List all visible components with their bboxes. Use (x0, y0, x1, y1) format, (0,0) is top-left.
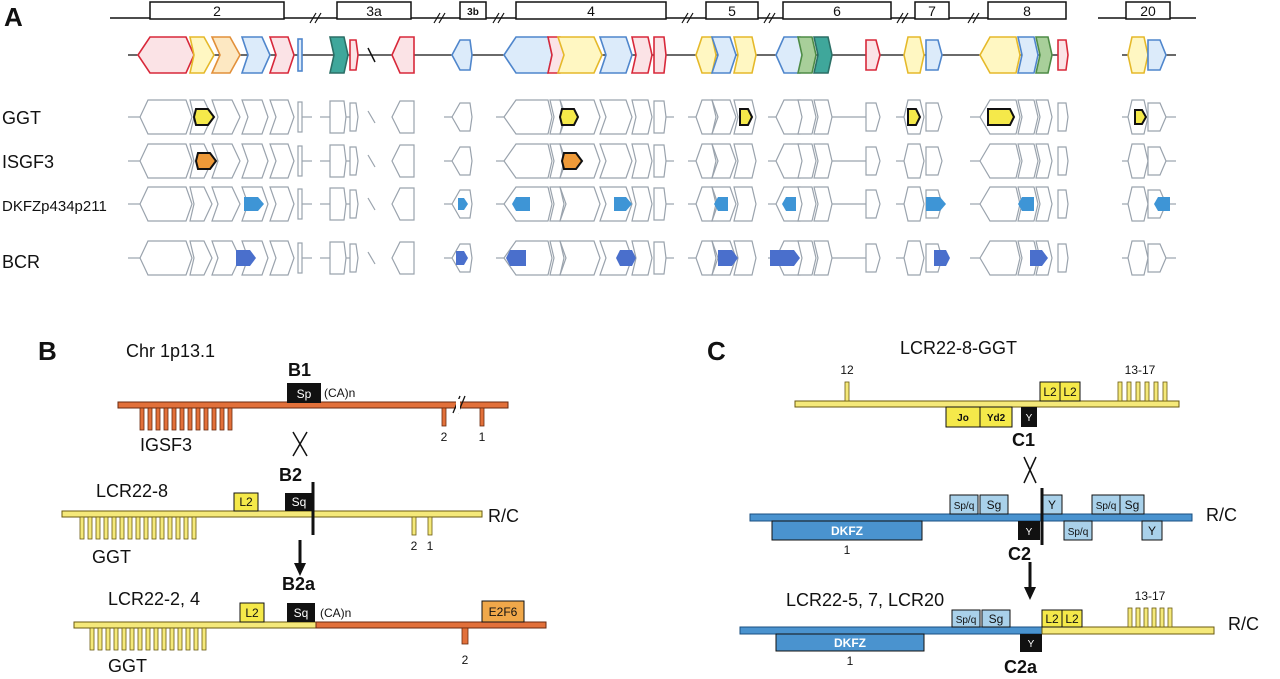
c-mid-line (749, 513, 1193, 522)
l2-c3: L2 (1045, 612, 1059, 626)
y-black-1: Y (1026, 527, 1033, 538)
ca-label-2: (CA)n (320, 606, 351, 620)
row-label-isgf3: ISGF3 (2, 152, 54, 172)
spq-1: Sp/q (954, 501, 975, 512)
exon-1-label: 1 (479, 430, 486, 444)
y-label-3: Y (1148, 524, 1156, 538)
exons-13-17-label: 13-17 (1125, 363, 1156, 377)
lcr-bottom-label: LCR22-5, 7, LCR20 (786, 590, 944, 610)
y-label-2: Y (1048, 498, 1056, 512)
segment-20: 20 (1140, 3, 1156, 19)
b1-label: B1 (288, 360, 311, 380)
spq-3: Sp/q (1068, 527, 1089, 538)
sg-3: Sg (989, 612, 1004, 626)
y-label-1: Y (1026, 413, 1033, 424)
crossover-icon (292, 431, 308, 457)
panel-b: B Chr 1p13.1 B1 Sp (CA)n IGSF3 2 1 (38, 336, 547, 676)
segment-6: 6 (833, 3, 841, 19)
chr-label: Chr 1p13.1 (126, 341, 215, 361)
c2-label: C2 (1008, 544, 1031, 564)
exons-13-17-b-label: 13-17 (1135, 589, 1166, 603)
segment-4: 4 (587, 3, 595, 19)
lcr22-24-yellow-line (73, 621, 317, 629)
l2-label: L2 (239, 495, 253, 509)
segment-3a: 3a (366, 3, 382, 19)
exon-2-label: 2 (441, 430, 448, 444)
c-top-line (794, 400, 1180, 408)
panel-c: C LCR22-8-GGT 12 13-17 L2 L2 Jo Yd2 Y C1… (707, 336, 1259, 677)
b2-label: B2 (279, 465, 302, 485)
ggt-label-1: GGT (92, 547, 131, 567)
row-label-ggt: GGT (2, 108, 41, 128)
l2-c2: L2 (1063, 385, 1077, 399)
e2f6-label: E2F6 (489, 605, 518, 619)
segment-7: 7 (928, 3, 936, 19)
lcr22-8-label: LCR22-8 (96, 481, 168, 501)
lcr22-24-orange-line (315, 621, 547, 629)
c1-label: C1 (1012, 430, 1035, 450)
ca-label-1: (CA)n (324, 386, 355, 400)
rc-label-c2: R/C (1228, 614, 1259, 634)
row-dkfz (127, 186, 1177, 222)
num-1b: 1 (847, 654, 854, 668)
row-ggt (127, 99, 1177, 135)
exon-1b-label: 1 (427, 539, 434, 553)
l2-c1: L2 (1043, 385, 1057, 399)
panel-a: A 2 3a (2, 1, 1196, 276)
num-1a: 1 (844, 543, 851, 557)
segment-5: 5 (728, 3, 736, 19)
lcr22-24-label: LCR22-2, 4 (108, 589, 200, 609)
sq-label: Sq (292, 495, 307, 509)
igsf3-label: IGSF3 (140, 435, 192, 455)
c2a-label: C2a (1004, 657, 1038, 677)
c-bot-yellow-line (1041, 626, 1215, 635)
exons-13-17-b (1127, 607, 1173, 628)
exon-2b-label: 2 (411, 539, 418, 553)
sg-2: Sg (1125, 498, 1140, 512)
rc-label-c1: R/C (1206, 505, 1237, 525)
exon-2c-label: 2 (462, 653, 469, 667)
spq-2: Sp/q (1096, 501, 1117, 512)
segment-axis (110, 1, 1196, 24)
segment-8: 8 (1023, 3, 1031, 19)
dkfz-label-1: DKFZ (831, 524, 863, 538)
lcr22-8-ggt-title: LCR22-8-GGT (900, 338, 1017, 358)
exon-12-label: 12 (840, 363, 854, 377)
panel-c-label: C (707, 336, 726, 366)
b2a-label: B2a (282, 574, 316, 594)
row-label-bcr: BCR (2, 252, 40, 272)
sg-1: Sg (987, 498, 1002, 512)
arrow-down-icon-c (1024, 562, 1036, 600)
jo-label: Jo (957, 413, 969, 424)
ggt-label-2: GGT (108, 656, 147, 676)
arrow-down-icon-b (294, 540, 306, 576)
rc-label-b: R/C (488, 506, 519, 526)
l2-c4: L2 (1065, 612, 1079, 626)
y-black-2: Y (1028, 639, 1035, 650)
panel-b-label: B (38, 336, 57, 366)
exons-13-17 (1117, 381, 1168, 402)
sp-label: Sp (297, 387, 312, 401)
sp-box (287, 383, 321, 403)
row-isgf3 (127, 143, 1177, 179)
panel-a-label: A (4, 2, 23, 32)
ggt-exons-1 (79, 516, 433, 540)
l2b-label: L2 (245, 606, 259, 620)
c-bot-blue-line (739, 626, 1043, 635)
row-bcr (127, 240, 1177, 276)
segment-2: 2 (213, 3, 221, 19)
sq2-label: Sq (294, 606, 309, 620)
ggt-exons-2 (89, 627, 207, 651)
segment-labels: 2 3a 3b 4 5 6 7 8 20 (213, 3, 1156, 19)
yd2-label: Yd2 (987, 413, 1006, 424)
dkfz-label-2: DKFZ (834, 636, 866, 650)
crossover-icon-c (1023, 456, 1037, 484)
reference-row (128, 36, 1176, 74)
row-label-dkfz: DKFZp434p211 (2, 198, 107, 215)
spq-4: Sp/q (956, 615, 977, 626)
lcr22-8-line (61, 510, 483, 518)
segment-3b: 3b (467, 7, 479, 18)
igsf3-exons (139, 407, 485, 431)
